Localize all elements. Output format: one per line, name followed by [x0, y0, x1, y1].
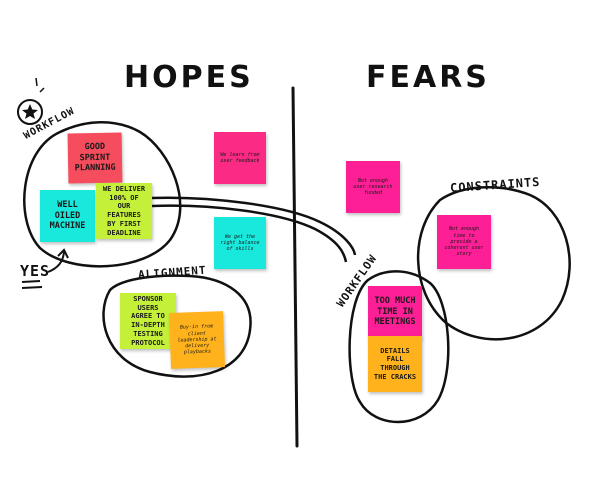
- star-icon: [22, 104, 38, 119]
- divider-line: [291, 86, 299, 448]
- sticky-note-text: Not enough user research funded: [353, 177, 393, 197]
- fears-heading: FEARS: [366, 60, 490, 95]
- yes-arrow-head: [57, 248, 69, 259]
- sticky-note-too-much-time: TOO MUCH TIME IN MEETINGS: [368, 286, 422, 338]
- sticky-note-text: DETAILS FALL THROUGH THE CRACKS: [373, 346, 417, 381]
- sticky-note-hopes-pink: We learn from user feedback: [214, 132, 266, 184]
- sticky-note-text: We learn from user feedback: [220, 151, 260, 164]
- yes-underline-2: [21, 286, 43, 289]
- sticky-note-fears-pink: Not enough user research funded: [346, 161, 400, 213]
- connector-line-top: [149, 196, 357, 256]
- sticky-note-text: GOOD SPRINT PLANNING: [74, 141, 116, 174]
- sticky-note-buy-in: Buy-in from client leadership at deliver…: [169, 311, 225, 369]
- hopes-heading: HOPES: [124, 60, 254, 95]
- sticky-note-text: WE DELIVER 100% OF OUR FEATURES BY FIRST…: [102, 184, 146, 237]
- connector-line-bottom: [151, 204, 348, 263]
- sticky-note-good-sprint: GOOD SPRINT PLANNING: [67, 132, 123, 184]
- sticky-note-text: We get the right balance of skills: [220, 233, 260, 253]
- sticky-note-hopes-cyan: We get the right balance of skills: [214, 217, 266, 269]
- sticky-note-sponsor-users: SPONSOR USERS AGREE TO IN-DEPTH TESTING …: [120, 293, 176, 349]
- yes-arrow: [47, 251, 65, 273]
- yes-underline-1: [21, 280, 41, 283]
- sticky-note-text: Not enough time to provide a coherent us…: [444, 226, 484, 258]
- sticky-note-details-fall: DETAILS FALL THROUGH THE CRACKS: [368, 336, 422, 392]
- sticky-note-constraints-pink: Not enough time to provide a coherent us…: [437, 215, 491, 269]
- sticky-note-text: TOO MUCH TIME IN MEETINGS: [374, 296, 416, 328]
- star-sparkle: [35, 77, 45, 93]
- workflow-circle-left: [23, 121, 182, 268]
- sticky-note-text: WELL OILED MACHINE: [49, 200, 86, 232]
- sticky-note-we-deliver: WE DELIVER 100% OF OUR FEATURES BY FIRST…: [96, 183, 152, 239]
- alignment-circle: [102, 274, 252, 378]
- workflow-circle-right: [348, 270, 450, 424]
- sticky-note-well-oiled: WELL OILED MACHINE: [40, 190, 95, 242]
- sticky-note-text: Buy-in from client leadership at deliver…: [177, 323, 217, 356]
- star-badge-circle: [17, 99, 43, 125]
- sticky-note-text: SPONSOR USERS AGREE TO IN-DEPTH TESTING …: [131, 294, 165, 347]
- constraints-circle: [416, 186, 571, 341]
- yes-label: YES: [20, 262, 51, 280]
